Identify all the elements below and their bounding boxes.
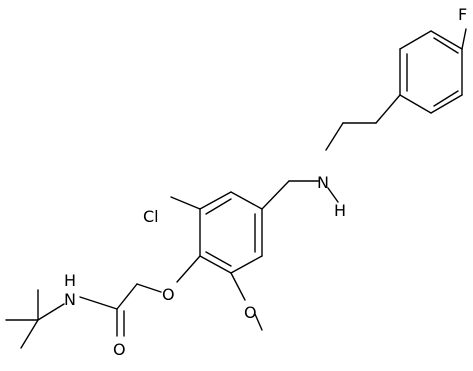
- c-cl-bond: [170, 196, 201, 210]
- bond: [325, 122, 344, 151]
- c-f-bond: [461, 28, 467, 50]
- tert-butyl-group: [5, 289, 39, 349]
- bond: [399, 94, 432, 114]
- amide-h-label: H: [64, 271, 76, 290]
- c-methoxy-o-bond: [230, 272, 246, 301]
- ch2-carbonyl-bond: [116, 283, 138, 310]
- central-ring: [199, 191, 263, 274]
- bond: [20, 319, 39, 349]
- bond: [375, 94, 401, 124]
- amine-h-label: H: [334, 201, 346, 220]
- methoxy-o-label: O: [244, 303, 257, 322]
- fluorine-label: F: [458, 5, 467, 24]
- ether-o-label: O: [162, 285, 175, 304]
- carbonyl-o-label: O: [113, 340, 126, 359]
- n-tbu-bond: [37, 303, 65, 321]
- bond: [430, 94, 463, 114]
- bond: [230, 191, 263, 210]
- c-ether-o-bond: [176, 255, 201, 283]
- ether-o-ch2-bond: [136, 283, 162, 293]
- bond: [199, 255, 232, 274]
- amide-n-label: N: [64, 290, 76, 309]
- bond: [433, 90, 459, 107]
- n-h-bond: [327, 187, 339, 203]
- amine-n-label: N: [317, 173, 329, 192]
- fluorophenyl-ring: [399, 30, 463, 114]
- bond: [205, 251, 232, 267]
- methoxy-o-ch3-bond: [254, 313, 263, 331]
- carbonyl-n-bond: [79, 296, 118, 310]
- bond: [399, 30, 432, 50]
- chlorine-label: Cl: [143, 207, 159, 226]
- bond: [433, 37, 459, 54]
- bond: [230, 255, 263, 274]
- ethyl-linker: [325, 94, 401, 151]
- bond: [430, 30, 463, 50]
- bond: [205, 198, 232, 215]
- bond: [199, 191, 232, 210]
- ch2-ring-bond: [261, 180, 290, 210]
